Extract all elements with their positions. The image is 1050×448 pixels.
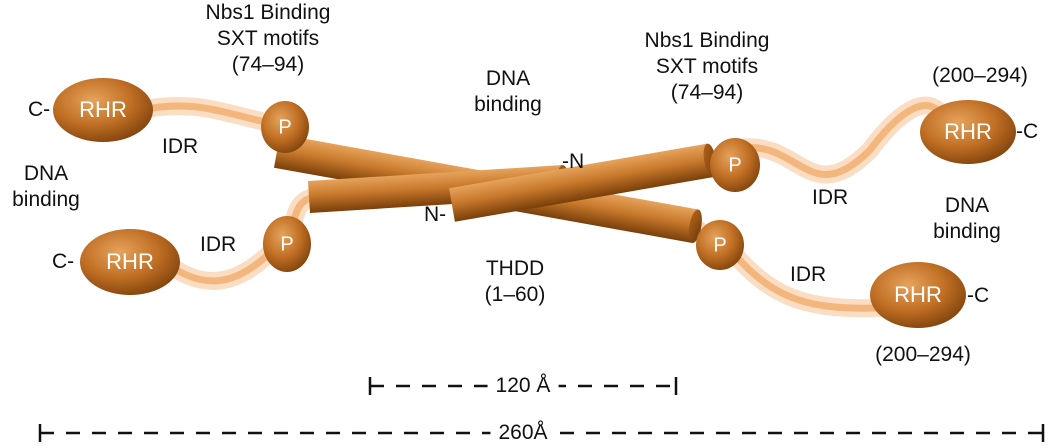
idr-label-lower-right: IDR — [790, 263, 827, 286]
nbs1-binding-label-left: Nbs1 Binding SXT motifs (74–94) — [206, 0, 331, 78]
dimension-bar-120 — [368, 377, 678, 395]
dna-right-line-1: DNA — [944, 194, 990, 217]
nbs1-binding-label-right: Nbs1 Binding SXT motifs (74–94) — [645, 28, 770, 106]
p-node-upper-right — [710, 138, 760, 192]
p-node-lower-left — [263, 216, 311, 272]
nbs1-left-line-1: Nbs1 Binding — [205, 1, 331, 24]
dna-right-line-2: binding — [933, 220, 1001, 243]
dna-binding-label-left: DNA binding — [12, 161, 80, 213]
nbs1-right-line-3: (74–94) — [670, 81, 744, 104]
dna-left-line-1: DNA — [23, 162, 69, 185]
idr-label-upper-right: IDR — [812, 186, 849, 209]
rhr-domain-lower-right — [870, 262, 966, 328]
coiled-coil — [273, 134, 717, 244]
idr-linker-upper-left — [131, 96, 274, 131]
dna-binding-label-right: DNA binding — [933, 193, 1001, 245]
thdd-line-2: (1–60) — [484, 283, 546, 306]
p-node-lower-right — [696, 220, 744, 270]
rhr-domain-upper-right — [920, 100, 1016, 164]
idr-linker-upper-right — [731, 96, 954, 184]
rhr-label-lower-left: RHR — [106, 249, 154, 274]
idr-label-upper-left: IDR — [162, 135, 199, 158]
dna-center-line-2: binding — [474, 93, 542, 116]
p-label-upper-right: P — [728, 154, 742, 177]
n-terminus-right: -N — [562, 150, 585, 173]
rhr-label-upper-right: RHR — [944, 119, 992, 144]
thdd-label: THDD (1–60) — [485, 256, 546, 308]
c-terminus-upper-left: C- — [28, 98, 51, 121]
p-node-upper-left — [261, 101, 309, 153]
nbs1-right-line-2: SXT motifs — [655, 55, 759, 78]
rhr-domain-lower-left — [80, 229, 180, 295]
thdd-line-1: THDD — [485, 257, 545, 280]
p-label-upper-left: P — [278, 116, 292, 139]
dimension-label-120: 120 Å — [487, 374, 559, 398]
rhr-domain-upper-left — [53, 78, 153, 142]
n-terminus-left: N- — [424, 203, 447, 226]
dna-left-line-2: binding — [12, 188, 80, 211]
rhr-range-label-upper-right: (200–294) — [932, 64, 1028, 87]
c-terminus-lower-right: -C — [967, 284, 990, 307]
dna-binding-label-center: DNA binding — [474, 66, 542, 118]
rhr-label-upper-left: RHR — [79, 97, 127, 122]
nbs1-left-line-2: SXT motifs — [216, 27, 320, 50]
c-terminus-upper-right: -C — [1016, 120, 1039, 143]
dna-center-line-1: DNA — [485, 67, 531, 90]
rhr-range-label-lower-right: (200–294) — [875, 343, 971, 366]
p-label-lower-right: P — [713, 234, 727, 257]
idr-label-lower-left: IDR — [200, 233, 237, 256]
nbs1-right-line-1: Nbs1 Binding — [644, 29, 770, 52]
dimension-label-260: 260Å — [490, 421, 556, 445]
phospho-nodes — [261, 101, 760, 272]
idr-linker-lower-right — [726, 246, 889, 318]
p-label-lower-left: P — [280, 233, 294, 256]
c-terminus-lower-left: C- — [52, 250, 75, 273]
nbs1-left-line-3: (74–94) — [231, 53, 305, 76]
rhr-domains — [53, 78, 1016, 328]
rhr-label-lower-right: RHR — [894, 282, 942, 307]
